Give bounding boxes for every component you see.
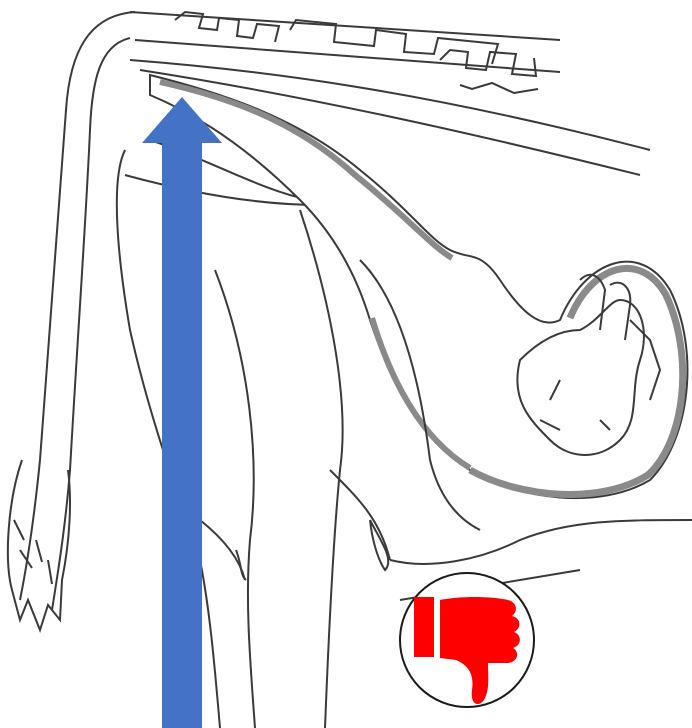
thumbs-down-icon bbox=[400, 573, 534, 707]
